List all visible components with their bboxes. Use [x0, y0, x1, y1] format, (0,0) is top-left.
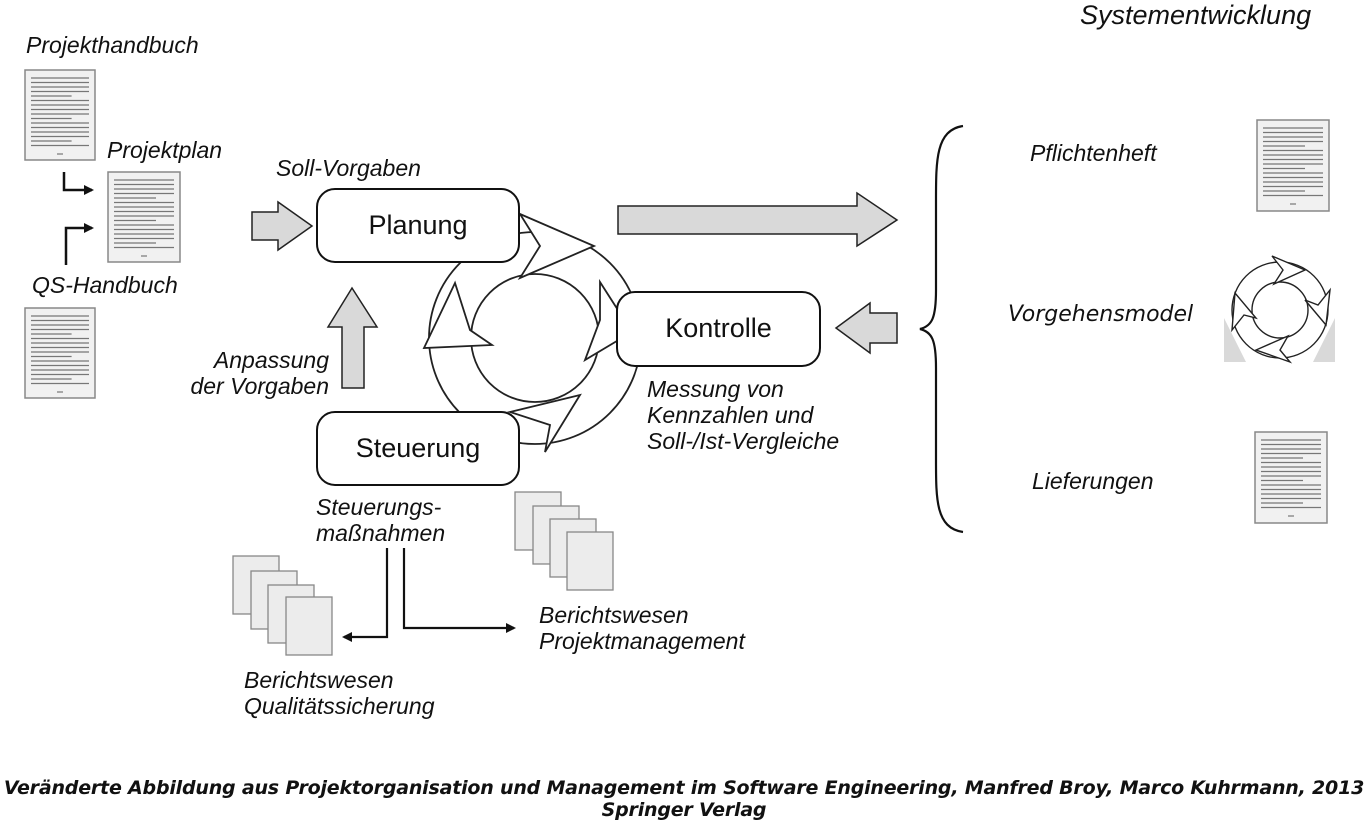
label-lieferungen: Lieferungen: [1032, 468, 1154, 494]
anpassung-line-1: Anpassung: [213, 347, 329, 373]
header-title: Systementwicklung: [1080, 0, 1312, 30]
qs-report-line-1: Berichtswesen: [244, 667, 394, 693]
label-steuerungsmassnahmen: Steuerungs- maßnahmen: [316, 494, 445, 546]
soll-vorgaben-arrow: [251, 200, 314, 252]
curly-brace: [919, 124, 964, 534]
steuerungsmassnahmen-line-1: Steuerungs-: [316, 494, 442, 520]
projektplan-doc-icon: [107, 171, 181, 263]
vorgehensmodel-cycle-icon: [1224, 255, 1335, 364]
figure-caption: Veränderte Abbildung aus Projektorganisa…: [3, 777, 1365, 821]
label-projekthandbuch: Projekthandbuch: [26, 32, 199, 58]
steuerung-box: [316, 411, 520, 486]
label-messung: Messung von Kennzahlen und Soll-/Ist-Ver…: [647, 376, 839, 454]
messung-line-1: Messung von: [647, 376, 784, 402]
label-vorgehensmodel: Vorgehensmodel: [1008, 302, 1194, 327]
planung-box: [316, 188, 520, 263]
diagram-canvas: [24, 69, 1335, 656]
kontrolle-input-arrow: [834, 301, 898, 355]
label-projektplan: Projektplan: [107, 137, 223, 163]
kontrolle-box: [616, 291, 821, 367]
projekthandbuch-doc-icon: [24, 69, 96, 161]
anpassung-line-2: der Vorgaben: [190, 373, 329, 399]
kontrolle-label: Kontrolle: [665, 313, 772, 343]
label-berichtswesen-qs: Berichtswesen Qualitätssicherung: [244, 667, 435, 719]
cycle-arrows: [422, 212, 642, 453]
steuerungsmassnahmen-line-2: maßnahmen: [316, 520, 446, 546]
label-pflichtenheft: Pflichtenheft: [1030, 140, 1157, 166]
label-berichtswesen-pm: Berichtswesen Projektmanagement: [539, 602, 745, 654]
qs-handbuch-doc-icon: [24, 307, 96, 399]
pm-report-line-2: Projektmanagement: [539, 628, 745, 654]
arrow-to-qs-report: [342, 548, 389, 642]
connector-arrow-qs: [64, 223, 94, 265]
pm-report-line-1: Berichtswesen: [539, 602, 689, 628]
planung-label: Planung: [368, 210, 468, 240]
pflichtenheft-doc-icon: [1256, 119, 1330, 212]
messung-line-3: Soll-/Ist-Vergleiche: [647, 428, 840, 454]
anpassung-up-arrow: [326, 286, 379, 389]
steuerung-label: Steuerung: [355, 433, 481, 463]
connector-arrow-handbuch: [62, 172, 94, 195]
report-stack-qs: [232, 555, 333, 656]
arrow-to-pm-report: [402, 548, 516, 633]
qs-report-line-2: Qualitätssicherung: [244, 693, 435, 719]
label-soll-vorgaben: Soll-Vorgaben: [276, 155, 421, 181]
report-stack-pm: [514, 491, 614, 591]
label-anpassung: Anpassung der Vorgaben: [174, 347, 329, 399]
output-arrow: [617, 191, 899, 248]
lieferungen-doc-icon: [1254, 431, 1328, 524]
label-qs-handbuch: QS-Handbuch: [32, 272, 178, 298]
messung-line-2: Kennzahlen und: [647, 402, 814, 428]
